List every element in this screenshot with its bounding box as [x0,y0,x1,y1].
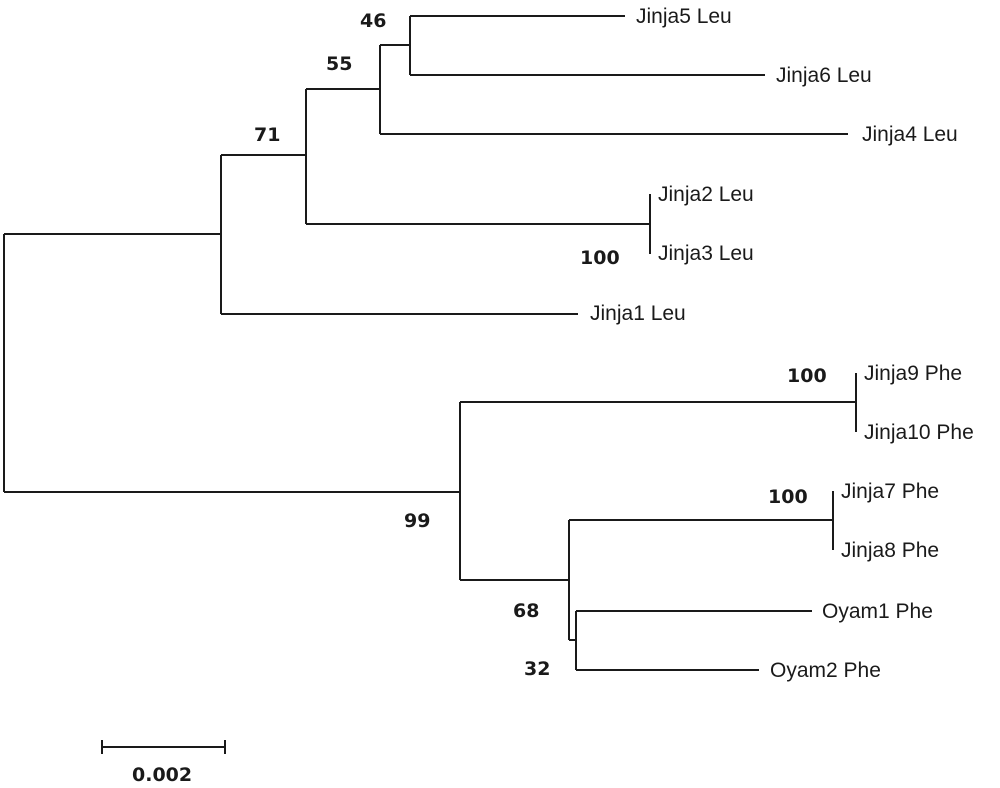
support-value-68: 68 [513,600,539,622]
support-value-100-jinja9-10: 100 [787,365,827,387]
support-value-100-jinja7-8: 100 [768,486,808,508]
scale-bar: 0.002 [101,740,226,786]
taxon-label-jinja8: Jinja8 Phe [841,539,939,562]
taxon-label-jinja2: Jinja2 Leu [658,183,754,206]
support-value-99: 99 [404,510,430,532]
taxon-label-jinja3: Jinja3 Leu [658,242,754,265]
support-value-46: 46 [360,10,386,32]
support-value-32: 32 [524,658,550,680]
taxon-label-oyam2: Oyam2 Phe [770,659,881,682]
taxon-label-jinja7: Jinja7 Phe [841,480,939,503]
taxon-label-oyam1: Oyam1 Phe [822,600,933,623]
taxon-label-jinja5: Jinja5 Leu [636,5,732,28]
taxon-label-jinja1: Jinja1 Leu [590,302,686,325]
taxon-label-jinja6: Jinja6 Leu [776,64,872,87]
taxon-label-jinja9: Jinja9 Phe [864,362,962,385]
support-value-100-leu: 100 [580,247,620,269]
taxon-label-jinja4: Jinja4 Leu [862,123,958,146]
scale-bar-label: 0.002 [132,764,192,786]
support-value-71: 71 [254,124,280,146]
support-value-55: 55 [326,53,352,75]
taxon-label-jinja10: Jinja10 Phe [864,421,974,444]
